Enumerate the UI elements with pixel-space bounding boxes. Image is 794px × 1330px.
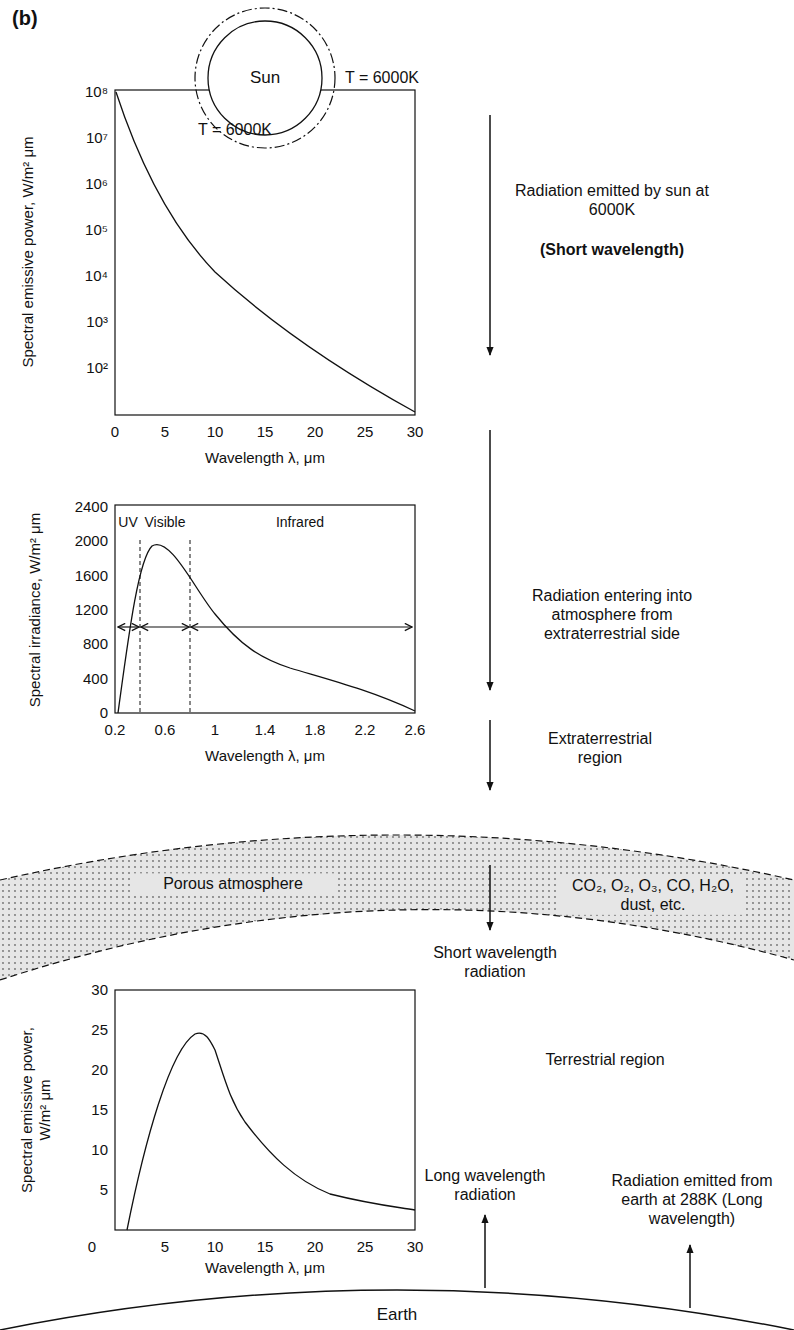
axis-tick: 1.8 [305, 721, 326, 739]
earth-ground [0, 1290, 794, 1330]
axis-tick: 30 [91, 981, 108, 999]
axis-tick: 20 [307, 1238, 324, 1256]
axis-tick: 10⁵ [85, 221, 108, 239]
axis-title: Wavelength λ, μm [145, 1259, 385, 1277]
axis-tick: 30 [407, 1238, 424, 1256]
process-note: Long wavelength radiation [415, 1166, 555, 1204]
axis-tick: 10⁷ [86, 129, 108, 147]
earth-surface: Earth [0, 1240, 794, 1330]
axis-title: Spectral emissive power, W/m² μm [19, 92, 37, 412]
axis-tick: 10⁸ [85, 83, 108, 101]
axis-tick: 10⁴ [85, 267, 108, 285]
axis-title: Spectral irradiance, W/m² μm [26, 495, 44, 725]
flow-arrow [489, 865, 491, 930]
band-name: Infrared [276, 514, 324, 531]
atmosphere-edge [0, 835, 794, 880]
axis-tick: 5 [100, 1181, 108, 1199]
band-name: UV [118, 514, 137, 531]
axis-tick: 2.2 [355, 721, 376, 739]
axis-tick: 25 [91, 1021, 108, 1039]
band-name: Visible [145, 514, 186, 531]
axis-tick: 1600 [75, 567, 108, 585]
axis-tick: 10⁶ [85, 175, 108, 193]
axis-tick: 10 [91, 1141, 108, 1159]
axis-tick: 20 [91, 1061, 108, 1079]
process-note: (Short wavelength) [507, 240, 717, 259]
axis-tick: 1.4 [255, 721, 276, 739]
flow-arrows [485, 115, 690, 1308]
process-note: Short wavelength radiation [420, 943, 570, 981]
node-title: Sun [215, 68, 315, 88]
axis-tick: 2400 [75, 498, 108, 516]
axis-tick: 10 [207, 423, 224, 441]
chart-extraterrestrial-spectrum [115, 505, 415, 713]
panel-letter: (b) [12, 6, 38, 30]
axis-title: Wavelength λ, μm [145, 747, 385, 765]
atmosphere-band: Porous atmosphere CO₂, O₂, O₃, CO, H₂O, d… [0, 780, 794, 1000]
axis-tick: 15 [257, 1238, 274, 1256]
axis-tick: 10² [86, 359, 108, 377]
axis-tick: 800 [83, 635, 108, 653]
axis-tick: 1200 [75, 601, 108, 619]
axis-tick: 0.6 [155, 721, 176, 739]
axis-tick: 10 [207, 1238, 224, 1256]
process-note: Radiation entering into atmosphere from … [502, 586, 722, 644]
axis-tick: 15 [91, 1101, 108, 1119]
sun-circle: Sun [207, 20, 323, 136]
temperature-label: T = 6000K [345, 68, 419, 87]
temperature-label: T = 6000K [175, 120, 295, 139]
axis-tick: 400 [83, 670, 108, 688]
axis-title: Spectral emissive power, W/m² μm [17, 1023, 53, 1198]
sun-disc [208, 21, 322, 135]
earth-arc [0, 1290, 794, 1330]
axis-tick: 25 [357, 423, 374, 441]
chart-sun-emission [115, 90, 415, 415]
node-note: CO₂, O₂, O₃, CO, H₂O, dust, etc. [560, 875, 746, 915]
axis-tick: 0.2 [105, 721, 126, 739]
axis-title: Wavelength λ, μm [145, 449, 385, 467]
axis-tick: 20 [307, 423, 324, 441]
axis-tick: 5 [161, 1238, 169, 1256]
axis-tick: 10³ [86, 313, 108, 331]
process-note: Radiation emitted from earth at 288K (Lo… [602, 1171, 782, 1229]
axis-tick: 0 [100, 704, 108, 722]
node-title: Porous atmosphere [130, 873, 336, 894]
atmosphere-fill [0, 835, 794, 980]
axis-tick: 2000 [75, 532, 108, 550]
axis-tick: 1 [211, 721, 219, 739]
node-title: Earth [347, 1305, 447, 1325]
axis-tick: 30 [407, 423, 424, 441]
process-note: Radiation emitted by sun at 6000K [507, 181, 717, 219]
region-name: Extraterrestrial region [525, 729, 675, 767]
axis-tick: 2.6 [405, 721, 426, 739]
atmosphere-edge [0, 910, 794, 980]
region-name: Terrestrial region [525, 1050, 685, 1069]
axis-tick: 0 [88, 1238, 96, 1256]
axis-tick: 0 [111, 423, 119, 441]
axis-tick: 25 [357, 1238, 374, 1256]
axis-tick: 5 [161, 423, 169, 441]
axis-tick: 15 [257, 423, 274, 441]
chart-earth-emission [115, 990, 415, 1230]
